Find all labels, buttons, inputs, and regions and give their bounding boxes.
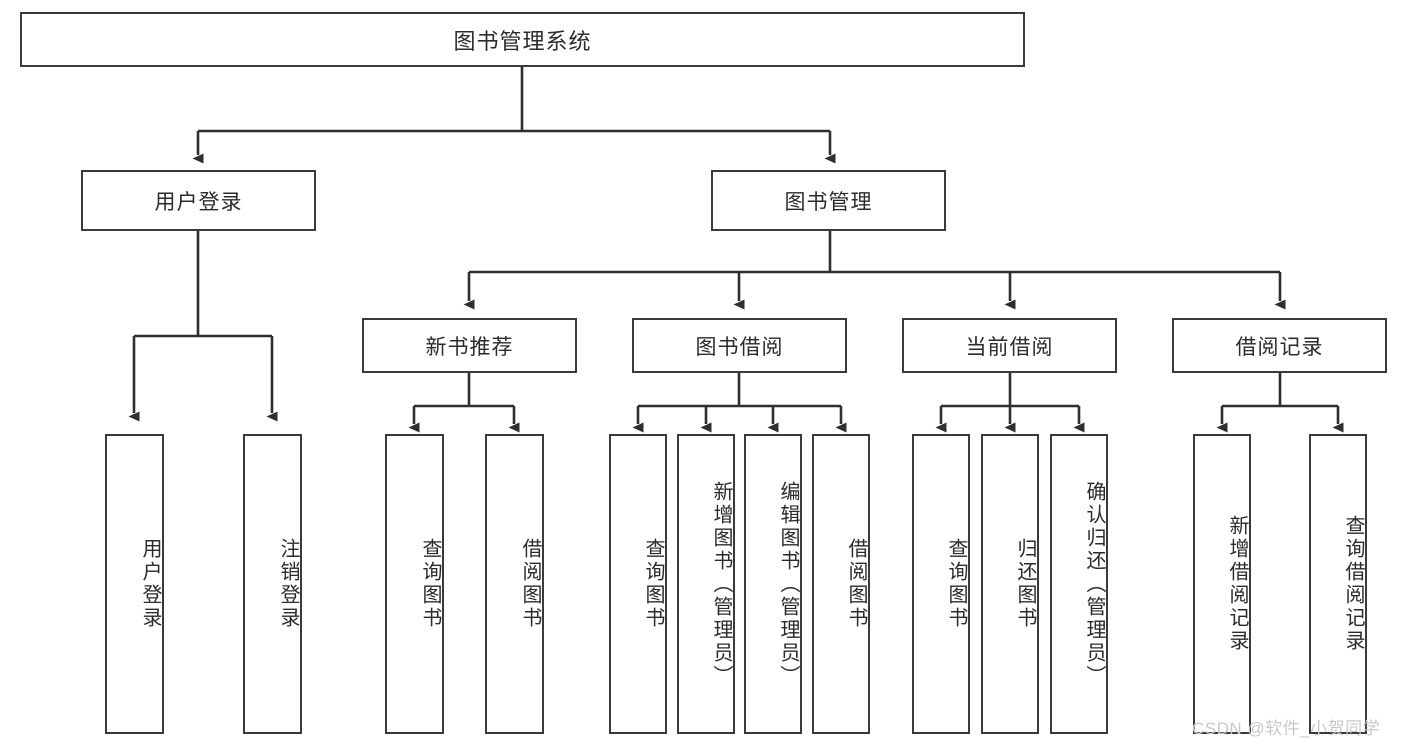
leaf-query-book-1-label: 查询图书 [419, 538, 441, 630]
node-book-management[interactable]: 图书管理 [711, 170, 946, 231]
leaf-user-login-label: 用户登录 [139, 538, 161, 630]
leaf-query-book-3-label: 查询图书 [945, 538, 967, 630]
node-current-borrow-label: 当前借阅 [965, 335, 1054, 359]
leaf-borrow-book-2[interactable]: 借阅图书 [812, 434, 870, 734]
node-book-management-label: 图书管理 [784, 190, 873, 214]
node-user-login-label: 用户登录 [154, 190, 243, 214]
node-borrow-record[interactable]: 借阅记录 [1172, 318, 1387, 373]
leaf-add-borrow-record-label: 新增借阅记录 [1226, 515, 1248, 653]
leaf-logout-login[interactable]: 注销登录 [243, 434, 302, 734]
leaf-borrow-book-2-label: 借阅图书 [845, 538, 867, 630]
leaf-add-borrow-record[interactable]: 新增借阅记录 [1193, 434, 1251, 734]
node-user-login[interactable]: 用户登录 [81, 170, 316, 231]
leaf-add-book-admin[interactable]: 新增图书（管理员） [677, 434, 735, 734]
leaf-query-borrow-record[interactable]: 查询借阅记录 [1309, 434, 1367, 734]
leaf-logout-login-label: 注销登录 [277, 538, 299, 630]
node-new-book-recommend[interactable]: 新书推荐 [362, 318, 577, 373]
leaf-confirm-return-admin[interactable]: 确认归还（管理员） [1050, 434, 1108, 734]
node-root[interactable]: 图书管理系统 [20, 12, 1025, 67]
leaf-return-book[interactable]: 归还图书 [981, 434, 1039, 734]
watermark: CSDN @软件_小贺同学 [1192, 719, 1381, 738]
node-current-borrow[interactable]: 当前借阅 [902, 318, 1117, 373]
node-borrow-record-label: 借阅记录 [1235, 335, 1324, 359]
leaf-query-book-3[interactable]: 查询图书 [912, 434, 970, 734]
leaf-borrow-book-1-label: 借阅图书 [519, 538, 541, 630]
leaf-add-book-admin-label: 新增图书（管理员） [710, 480, 732, 688]
leaf-query-book-2-label: 查询图书 [642, 538, 664, 630]
leaf-query-borrow-record-label: 查询借阅记录 [1342, 515, 1364, 653]
node-book-borrow[interactable]: 图书借阅 [632, 318, 847, 373]
leaf-edit-book-admin-label: 编辑图书（管理员） [777, 480, 799, 688]
leaf-borrow-book-1[interactable]: 借阅图书 [485, 434, 544, 734]
node-root-label: 图书管理系统 [453, 28, 592, 54]
leaf-query-book-2[interactable]: 查询图书 [609, 434, 667, 734]
leaf-user-login[interactable]: 用户登录 [105, 434, 164, 734]
leaf-confirm-return-admin-label: 确认归还（管理员） [1083, 480, 1105, 688]
node-new-book-recommend-label: 新书推荐 [425, 335, 514, 359]
leaf-query-book-1[interactable]: 查询图书 [385, 434, 444, 734]
leaf-edit-book-admin[interactable]: 编辑图书（管理员） [744, 434, 802, 734]
leaf-return-book-label: 归还图书 [1014, 538, 1036, 630]
node-book-borrow-label: 图书借阅 [695, 335, 784, 359]
